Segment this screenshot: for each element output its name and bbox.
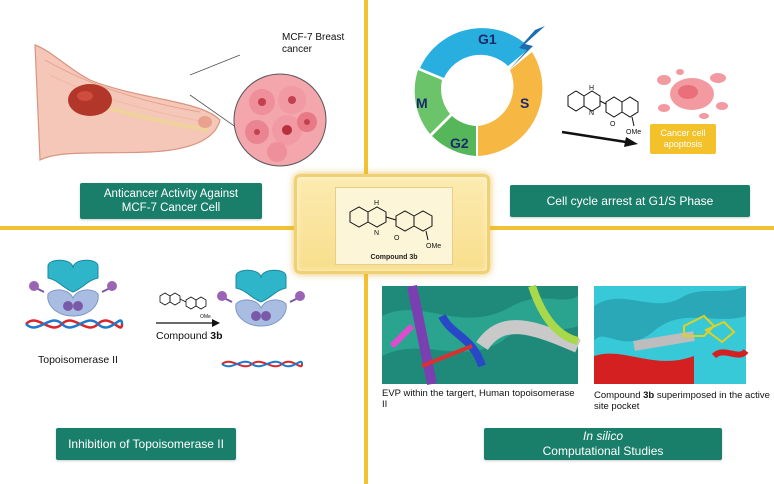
compound-bold: 3b bbox=[210, 330, 223, 342]
in-silico-rest: Computational Studies bbox=[542, 444, 664, 458]
svg-text:H: H bbox=[589, 85, 594, 92]
horizontal-divider-right bbox=[482, 226, 774, 230]
dna-strand-left bbox=[25, 319, 124, 329]
topoisomerase-enzyme-icon bbox=[29, 259, 117, 317]
svg-text:O: O bbox=[394, 235, 400, 242]
topoisomerase-caption: Topoisomerase II bbox=[38, 354, 118, 366]
arrow-q3 bbox=[156, 319, 220, 327]
compound-superimposed-caption: Compound 3b superimposed in the active s… bbox=[594, 390, 770, 413]
svg-text:O: O bbox=[610, 121, 616, 128]
protein-structure-right bbox=[594, 286, 749, 384]
phase-s: S bbox=[520, 95, 529, 111]
label-line-2: MCF-7 Cancer Cell bbox=[121, 202, 221, 214]
svg-text:N: N bbox=[589, 110, 594, 117]
cell-cycle-ring: G1 S G2 M bbox=[414, 28, 543, 156]
ome-label-center: OMe bbox=[426, 243, 441, 250]
lightning-bolt-icon bbox=[509, 26, 545, 70]
anticancer-activity-label: Anticancer Activity Against MCF-7 Cancer… bbox=[80, 183, 262, 219]
mcf7-callout: MCF-7 Breast cancer bbox=[282, 32, 345, 55]
inhibition-label: Inhibition of Topoisomerase II bbox=[56, 428, 236, 460]
inhibition-label-text: Inhibition of Topoisomerase II bbox=[68, 436, 224, 451]
ome-label-q3: OMe bbox=[200, 314, 211, 320]
compound-caption: Compound 3b bbox=[370, 254, 418, 261]
superimposed-prefix: Compound bbox=[594, 390, 644, 401]
svg-text:N: N bbox=[374, 230, 379, 237]
phase-g2: G2 bbox=[450, 135, 469, 151]
phase-m: M bbox=[416, 95, 428, 111]
protein-structure-left bbox=[382, 284, 581, 385]
cancer-cells-zoom bbox=[233, 73, 327, 167]
in-silico-label: In silico Computational Studies bbox=[484, 428, 722, 460]
molecule-3b-q3: OMe bbox=[159, 292, 211, 320]
compound-center-box: H N O OMe Compound 3b bbox=[294, 174, 490, 274]
arrow-to-apoptosis bbox=[561, 130, 638, 147]
breast-illustration bbox=[34, 44, 221, 161]
ome-label-q2: OMe bbox=[626, 129, 641, 136]
topoisomerase-bound-icon bbox=[217, 269, 305, 327]
svg-text:H: H bbox=[374, 200, 379, 207]
compound-prefix: Compound bbox=[156, 330, 211, 342]
cell-cycle-arrest-label: Cell cycle arrest at G1/S Phase bbox=[510, 185, 750, 217]
compound-structure-panel: H N O OMe Compound 3b bbox=[335, 187, 453, 265]
apoptotic-cells bbox=[657, 69, 728, 119]
superimposed-suffix: superimposed in the active site pocket bbox=[594, 390, 770, 413]
dna-strand-right bbox=[221, 360, 303, 368]
horizontal-divider-left bbox=[0, 226, 302, 230]
evp-caption: EVP within the targert, Human topoisomer… bbox=[382, 388, 575, 411]
molecule-3b-q2: H N O OMe bbox=[567, 85, 641, 136]
apoptosis-box: Cancer cell apoptosis bbox=[650, 124, 716, 154]
phase-g1: G1 bbox=[478, 31, 497, 47]
superimposed-bold: 3b bbox=[643, 390, 655, 401]
apoptosis-text: Cancer cell apoptosis bbox=[660, 128, 706, 149]
zoom-lines bbox=[189, 54, 241, 131]
compound-arrow-caption: Compound 3b bbox=[156, 330, 223, 343]
in-silico-italic: In silico bbox=[582, 429, 623, 443]
label-line-1: Anticancer Activity Against bbox=[103, 187, 239, 200]
molecule-3b-center: H N O OMe bbox=[349, 200, 441, 250]
cell-cycle-label-text: Cell cycle arrest at G1/S Phase bbox=[546, 193, 714, 208]
